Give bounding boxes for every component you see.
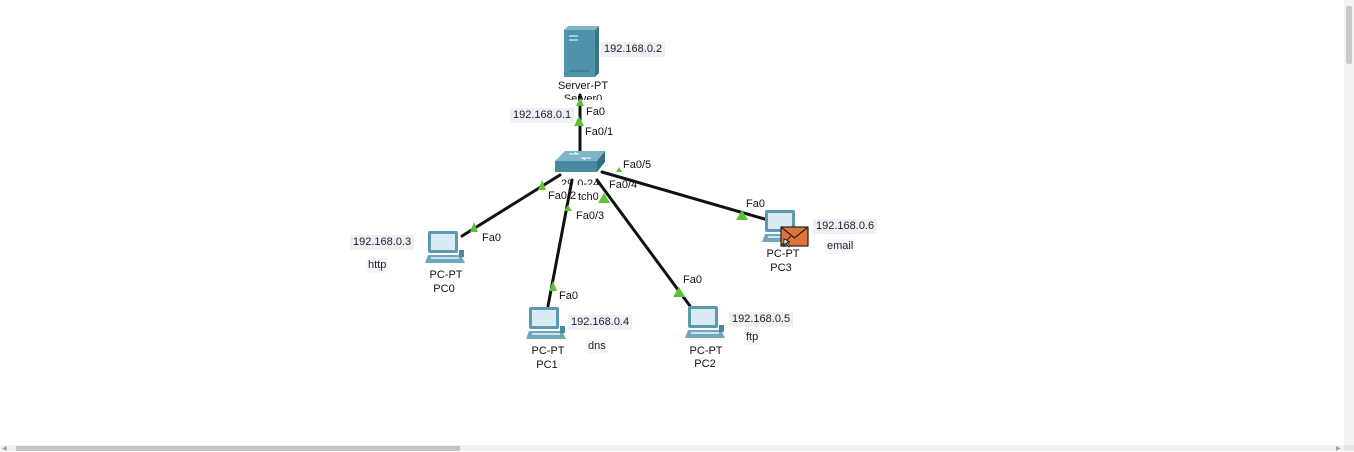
pc3-model-label: PC-PT (766, 248, 800, 260)
pc3-name-label: PC3 (770, 262, 792, 274)
switch-model-visible: 29 (561, 178, 574, 185)
switch-model-tail: 0-24 (577, 178, 600, 185)
pc0-model-label: PC-PT (429, 269, 463, 281)
pc-icon-pc0[interactable] (425, 231, 465, 263)
horizontal-scrollbar[interactable] (0, 445, 1344, 451)
link-status-up-icon (616, 167, 622, 172)
vertical-scroll-thumb[interactable] (1346, 6, 1352, 64)
pc0-port-label: Fa0 (482, 232, 501, 244)
pc1-note-label[interactable]: dns (586, 339, 608, 354)
pc2-note-label[interactable]: ftp (744, 330, 761, 345)
pc-icon-pc2[interactable] (685, 306, 725, 338)
email-envelope-icon[interactable] (780, 226, 809, 248)
pc3-ip-label[interactable]: 192.168.0.6 (813, 219, 878, 234)
pc3-port-label: Fa0 (746, 198, 765, 210)
pc3-note-label[interactable]: email (825, 239, 856, 254)
pc2-ip-label[interactable]: 192.168.0.5 (729, 312, 794, 327)
switch-port-fa0-5: Fa0/5 (623, 159, 652, 171)
server-ip-label[interactable]: 192.168.0.2 (601, 42, 666, 57)
pc-icon-pc1[interactable] (526, 307, 566, 339)
vertical-scrollbar[interactable] (1344, 0, 1354, 445)
switch-icon[interactable] (555, 151, 605, 172)
link-switch-pc3[interactable] (600, 170, 770, 222)
link-status-up-icon (549, 281, 557, 291)
link-status-markers (470, 98, 748, 297)
switch-port-fa0-1: Fa0/1 (585, 126, 614, 138)
pc2-port-label: Fa0 (683, 274, 702, 286)
scrollbar-corner (1344, 445, 1354, 451)
link-status-up-icon (673, 287, 685, 297)
horizontal-scroll-thumb[interactable] (16, 446, 460, 451)
pc1-ip-label[interactable]: 192.168.0.4 (568, 315, 633, 330)
link-switch-pc0[interactable] (460, 173, 562, 238)
link-status-up-icon (538, 180, 546, 190)
pc2-model-label: PC-PT (689, 345, 723, 357)
link-status-up-icon (564, 205, 572, 211)
pc2-name-label: PC2 (694, 358, 716, 370)
switch-port-fa0-4: Fa0/4 (609, 179, 638, 191)
pc0-ip-label[interactable]: 192.168.0.3 (350, 235, 415, 250)
server-icon[interactable] (564, 26, 599, 77)
switch-ip-label[interactable]: 192.168.0.1 (510, 108, 575, 123)
pc0-name-label: PC0 (433, 283, 455, 295)
link-status-up-icon (736, 210, 748, 220)
links (460, 93, 770, 308)
pc1-name-label: PC1 (536, 359, 558, 371)
pc1-port-label: Fa0 (559, 290, 578, 302)
link-status-up-icon (576, 98, 584, 106)
pc0-note-label[interactable]: http (366, 258, 389, 273)
link-status-up-icon (470, 222, 478, 232)
link-switch-pc2[interactable] (595, 178, 692, 308)
switch-port-fa0-2: Fa0/2 (548, 190, 577, 202)
pc1-model-label: PC-PT (531, 345, 565, 357)
server-model-label: Server-PT (557, 80, 609, 92)
link-status-up-icon (574, 116, 584, 126)
server-port-label: Fa0 (586, 106, 605, 118)
switch-name-label: tch0 (578, 191, 599, 203)
scroll-left-arrow-icon[interactable]: ◀ (2, 446, 7, 452)
switch-port-fa0-3: Fa0/3 (576, 210, 605, 222)
link-status-up-icon (598, 193, 610, 203)
server-name-label: Server0 (563, 93, 603, 100)
scroll-right-arrow-icon[interactable]: ▶ (1336, 446, 1341, 452)
